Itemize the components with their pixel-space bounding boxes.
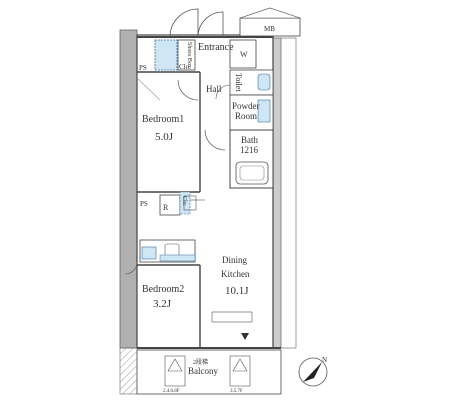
label-dining-size: 10.1J bbox=[225, 285, 249, 297]
label-closet-mid: Clo. bbox=[181, 196, 187, 207]
label-closet-top: Clo. bbox=[179, 63, 191, 71]
label-mb: MB bbox=[264, 25, 275, 33]
label-toilet: Toilet bbox=[234, 73, 243, 92]
right-wall bbox=[272, 37, 282, 349]
label-bath-size: 1216 bbox=[240, 145, 259, 155]
balcony-area bbox=[136, 349, 282, 395]
shoes-box bbox=[154, 39, 178, 71]
label-balcony: Balcony bbox=[188, 366, 218, 376]
label-ps-top: PS bbox=[139, 64, 147, 72]
label-dining-1: Dining bbox=[222, 255, 248, 265]
kitchen-sink bbox=[141, 246, 157, 260]
label-balcony-tag: 2段梯 bbox=[193, 358, 208, 366]
bathtub bbox=[235, 161, 269, 185]
dining-window bbox=[211, 311, 253, 323]
label-dining-2: Kitchen bbox=[221, 269, 250, 279]
label-hall: Hall bbox=[206, 84, 222, 94]
label-bedroom1: Bedroom1 bbox=[142, 114, 184, 125]
entrance-door bbox=[169, 8, 199, 38]
label-bedroom2: Bedroom2 bbox=[142, 284, 184, 295]
label-bath: Bath bbox=[241, 135, 258, 145]
label-bedroom1-size: 5.0J bbox=[155, 131, 174, 143]
bottom-hatch bbox=[119, 347, 138, 395]
label-entrance: Entrance bbox=[198, 42, 234, 53]
label-r: R bbox=[163, 203, 169, 212]
right-exterior bbox=[280, 37, 297, 349]
compass-icon bbox=[298, 357, 328, 387]
label-shoes-box: Shoes Box bbox=[186, 42, 192, 68]
left-wall bbox=[119, 29, 138, 349]
closet-mid bbox=[179, 191, 191, 215]
closet-top bbox=[177, 39, 196, 71]
label-hatch-right: 3.5.7F bbox=[230, 389, 243, 394]
label-compass: N bbox=[322, 356, 327, 364]
label-bedroom2-size: 3.2J bbox=[153, 298, 172, 310]
label-powder-1: Powder bbox=[232, 101, 260, 111]
label-hatch-left: 2.4.6.8F bbox=[163, 389, 180, 394]
washer-area bbox=[229, 39, 257, 69]
label-w: W bbox=[240, 50, 248, 59]
toilet-fixture bbox=[257, 73, 271, 91]
label-ps-mid: PS bbox=[140, 200, 148, 208]
powder-sink bbox=[257, 99, 271, 123]
label-powder-2: Room bbox=[235, 111, 257, 121]
